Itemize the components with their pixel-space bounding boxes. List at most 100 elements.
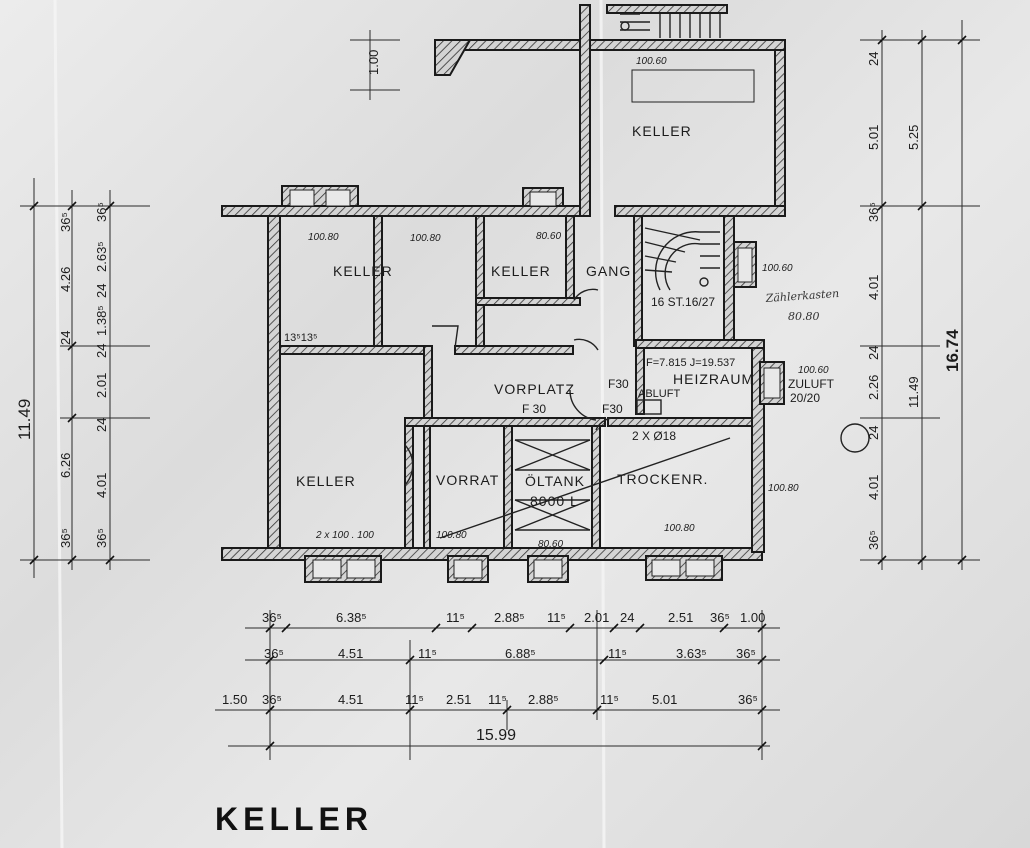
- win-size-gang: 80.60: [536, 231, 561, 242]
- room-keller-top: KELLER: [632, 123, 692, 139]
- dim-right-inner-4: 4.01: [866, 275, 881, 300]
- dim-b2-1: 36⁵: [264, 646, 284, 661]
- windows: [289, 69, 781, 579]
- dim-b1-9: 36⁵: [710, 610, 730, 625]
- room-oeltank: ÖLTANK: [525, 472, 585, 489]
- dim-left-outer-1: 36⁵: [58, 212, 73, 232]
- dim-b3-6: 11⁵: [488, 692, 507, 707]
- win-size-oel: 80.60: [538, 539, 563, 550]
- dim-b1-4: 2.88⁵: [494, 610, 525, 625]
- oeltank-volume: 8000 L: [530, 493, 579, 509]
- room-heizraum: HEIZRAUM: [673, 371, 754, 387]
- dim-b1-8: 2.51: [668, 610, 693, 625]
- dimension-ticks: [29, 35, 967, 751]
- room-trockenraum: TROCKENR.: [617, 471, 708, 487]
- dim-b2-3: 11⁵: [418, 646, 437, 661]
- room-vorrat: VORRAT: [436, 472, 499, 488]
- label-f30-vorplatz: F 30: [522, 402, 546, 416]
- win-size-keller-um: 100.80: [410, 233, 441, 244]
- dim-right-mid-2: 11.49: [906, 376, 921, 408]
- dim-b3-5: 2.51: [446, 692, 471, 707]
- dim-b3-7: 2.88⁵: [528, 692, 559, 707]
- label-shaft: 13⁵13⁵: [284, 332, 318, 344]
- dim-left-inner-4: 1.38⁵: [94, 305, 109, 336]
- dim-b2-2: 4.51: [338, 646, 363, 661]
- dim-b3-3: 4.51: [338, 692, 363, 707]
- room-keller-lower-left: KELLER: [296, 473, 356, 489]
- dim-right-inner-7: 24: [866, 426, 881, 440]
- dim-b2-4: 6.88⁵: [505, 646, 536, 661]
- dim-right-inner-6: 2.26: [866, 375, 881, 400]
- dim-right-mid-1: 5.25: [906, 125, 921, 150]
- dim-b1-7: 24: [620, 610, 634, 625]
- dim-b2-5: 11⁵: [608, 646, 627, 661]
- dim-b3-4: 11⁵: [405, 692, 424, 707]
- room-keller-upper-mid: KELLER: [491, 263, 551, 279]
- dim-right-overall: 16.74: [943, 329, 962, 372]
- win-size-trocken-bottom: 100.80: [664, 523, 695, 534]
- dim-right-inner-3: 36⁵: [866, 202, 881, 222]
- dim-b2-7: 36⁵: [736, 646, 756, 661]
- dim-b3-10: 36⁵: [738, 692, 758, 707]
- dim-b3-8: 11⁵: [600, 692, 619, 707]
- win-size-trocken-right: 100.80: [768, 483, 799, 494]
- win-size-vorrat: 100.80: [436, 530, 467, 541]
- dim-left-inner-5: 24: [94, 344, 109, 358]
- dim-bottom-overall: 15.99: [476, 727, 516, 744]
- dimension-labels: 1.00 11.49 36⁵ 4.26 24 6.26 36⁵ 36⁵ 2.63…: [15, 50, 962, 744]
- dim-left-outer-5: 36⁵: [58, 528, 73, 548]
- dim-right-inner-1: 24: [866, 52, 881, 66]
- dim-left-outer-4: 6.26: [58, 453, 73, 478]
- dim-b1-1: 36⁵: [262, 610, 282, 625]
- label-abluft: ABLUFT: [638, 388, 680, 400]
- room-keller-upper-left: KELLER: [333, 263, 393, 279]
- dim-b1-5: 11⁵: [547, 610, 566, 625]
- win-size-stair-right: 100.60: [762, 263, 793, 274]
- oil-tank-marks: [439, 399, 731, 539]
- dim-left-inner-3: 24: [94, 284, 109, 298]
- room-vorplatz: VORPLATZ: [494, 381, 575, 397]
- dim-right-inner-2: 5.01: [866, 125, 881, 150]
- heiz-formula: F=7.815 J=19.537: [646, 357, 735, 369]
- dim-left-overall: 11.49: [15, 399, 34, 440]
- label-f30-heiz: F30: [608, 377, 629, 391]
- dim-right-inner-9: 36⁵: [866, 530, 881, 550]
- win-size-top: 100.60: [636, 56, 667, 67]
- label-zaehler-size: 80.80: [788, 310, 820, 323]
- win-size-heiz-right: 100.60: [798, 365, 829, 376]
- dim-left-inner-7: 24: [94, 418, 109, 432]
- dim-left-inner-1: 36⁵: [94, 202, 109, 222]
- label-zuluft: ZULUFT: [788, 377, 835, 391]
- dim-b1-3: 11⁵: [446, 610, 465, 625]
- dim-left-inner-6: 2.01: [94, 373, 109, 398]
- dim-b3-9: 5.01: [652, 692, 677, 707]
- dim-b3-1: 1.50: [222, 692, 247, 707]
- dim-left-outer-2: 4.26: [58, 267, 73, 292]
- sheet-title: KELLER: [215, 801, 373, 837]
- label-pipes: 2 X Ø18: [632, 429, 676, 443]
- annotation-circle: [840, 423, 870, 453]
- dim-b3-2: 36⁵: [262, 692, 282, 707]
- win-size-keller-ll: 2 x 100 . 100: [315, 530, 374, 541]
- dim-left-inner-2: 2.63⁵: [94, 241, 109, 272]
- label-zaehlerkasten: Zählerkasten: [764, 287, 839, 305]
- stairs: [620, 13, 721, 291]
- dim-right-inner-8: 4.01: [866, 475, 881, 500]
- dim-b1-10: 1.00: [740, 610, 765, 625]
- dim-left-outer-3: 24: [58, 331, 73, 345]
- room-gang: GANG: [586, 263, 631, 279]
- dim-right-inner-5: 24: [866, 346, 881, 360]
- dim-left-inner-9: 36⁵: [94, 528, 109, 548]
- dim-left-inner-8: 4.01: [94, 473, 109, 498]
- stair-label: 16 ST.16/27: [651, 295, 715, 309]
- walls: [221, 4, 786, 583]
- win-size-keller-ul: 100.80: [308, 232, 339, 243]
- door-swings: [404, 288, 613, 486]
- dim-b1-2: 6.38⁵: [336, 610, 367, 625]
- paper-fold-left: [53, 0, 64, 848]
- dim-b2-6: 3.63⁵: [676, 646, 707, 661]
- label-zuluft-size: 20/20: [790, 391, 820, 405]
- dim-top-ref: 1.00: [366, 50, 381, 75]
